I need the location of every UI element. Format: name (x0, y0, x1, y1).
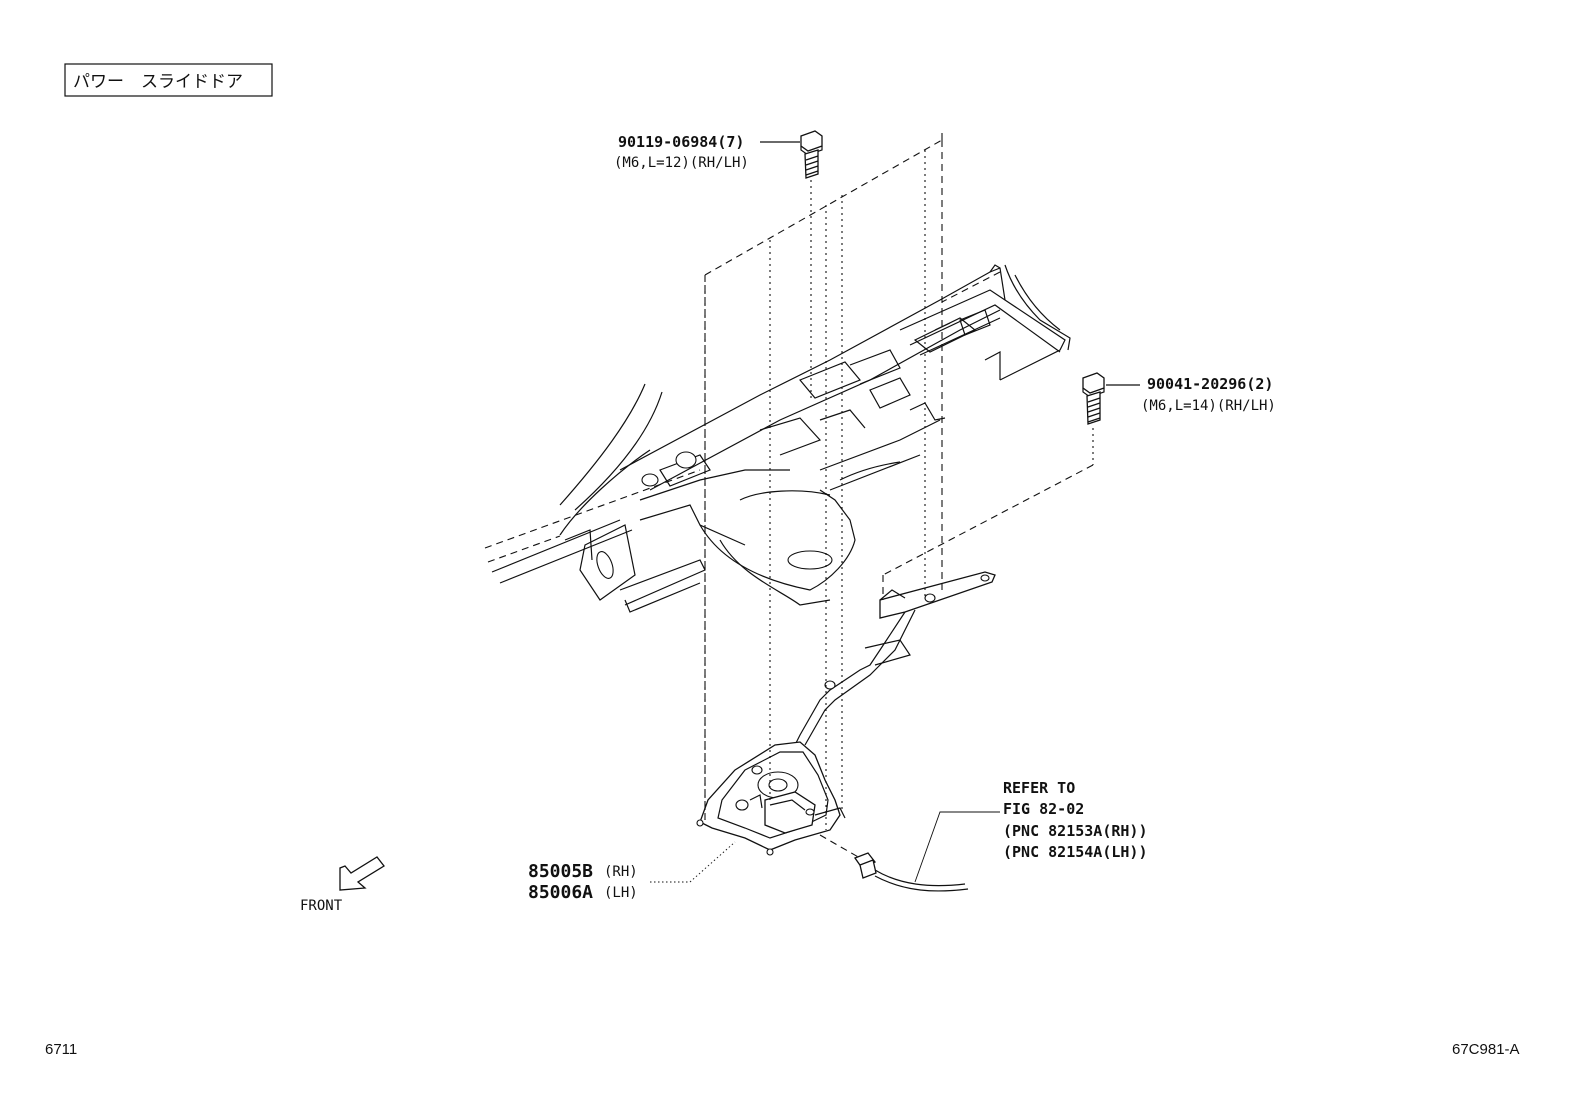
bolt-right-part-number: 90041-20296(2) (1147, 375, 1273, 393)
reference-line-3: (PNC 82153A(RH)) (1003, 822, 1148, 840)
reference-line-2: FIG 82-02 (1003, 800, 1084, 818)
footer-left-code: 6711 (45, 1041, 77, 1058)
title-box: パワー スライドドア (64, 63, 273, 97)
reference-note: REFER TO FIG 82-02 (PNC 82153A(RH)) (PNC… (1003, 779, 1148, 861)
unit-lh-side: (LH) (604, 885, 638, 901)
wire-harness-connector (819, 811, 1000, 892)
slide-door-motor-unit (696, 741, 846, 856)
bolt-upper-part-number: 90119-06984(7) (618, 133, 744, 151)
callout-motor-unit: 85005B (RH) 85006A (LH) (528, 841, 736, 903)
footer-right-code: 67C981-A (1452, 1041, 1520, 1058)
body-structure (484, 264, 1071, 613)
bolt-upper-spec: (M6,L=12)(RH/LH) (614, 155, 749, 171)
callout-bolt-right: 90041-20296(2) (M6,L=14)(RH/LH) (1106, 375, 1276, 414)
front-label: FRONT (300, 898, 343, 914)
callout-bolt-upper: 90119-06984(7) (M6,L=12)(RH/LH) (614, 133, 800, 171)
bolt-right-spec: (M6,L=14)(RH/LH) (1141, 398, 1276, 414)
reference-line-4: (PNC 82154A(LH)) (1003, 843, 1148, 861)
bolt-right-icon (1082, 372, 1105, 425)
reference-line-1: REFER TO (1003, 779, 1075, 797)
unit-lh-part-number: 85006A (528, 882, 593, 903)
unit-rh-side: (RH) (604, 864, 638, 880)
bolt-upper-icon (800, 130, 823, 179)
front-direction-arrow: FRONT (300, 856, 385, 914)
mounting-bracket (794, 571, 996, 746)
unit-rh-part-number: 85005B (528, 861, 593, 882)
assembly-guide-lines (704, 130, 1094, 830)
title-text: パワー スライドドア (73, 72, 243, 92)
